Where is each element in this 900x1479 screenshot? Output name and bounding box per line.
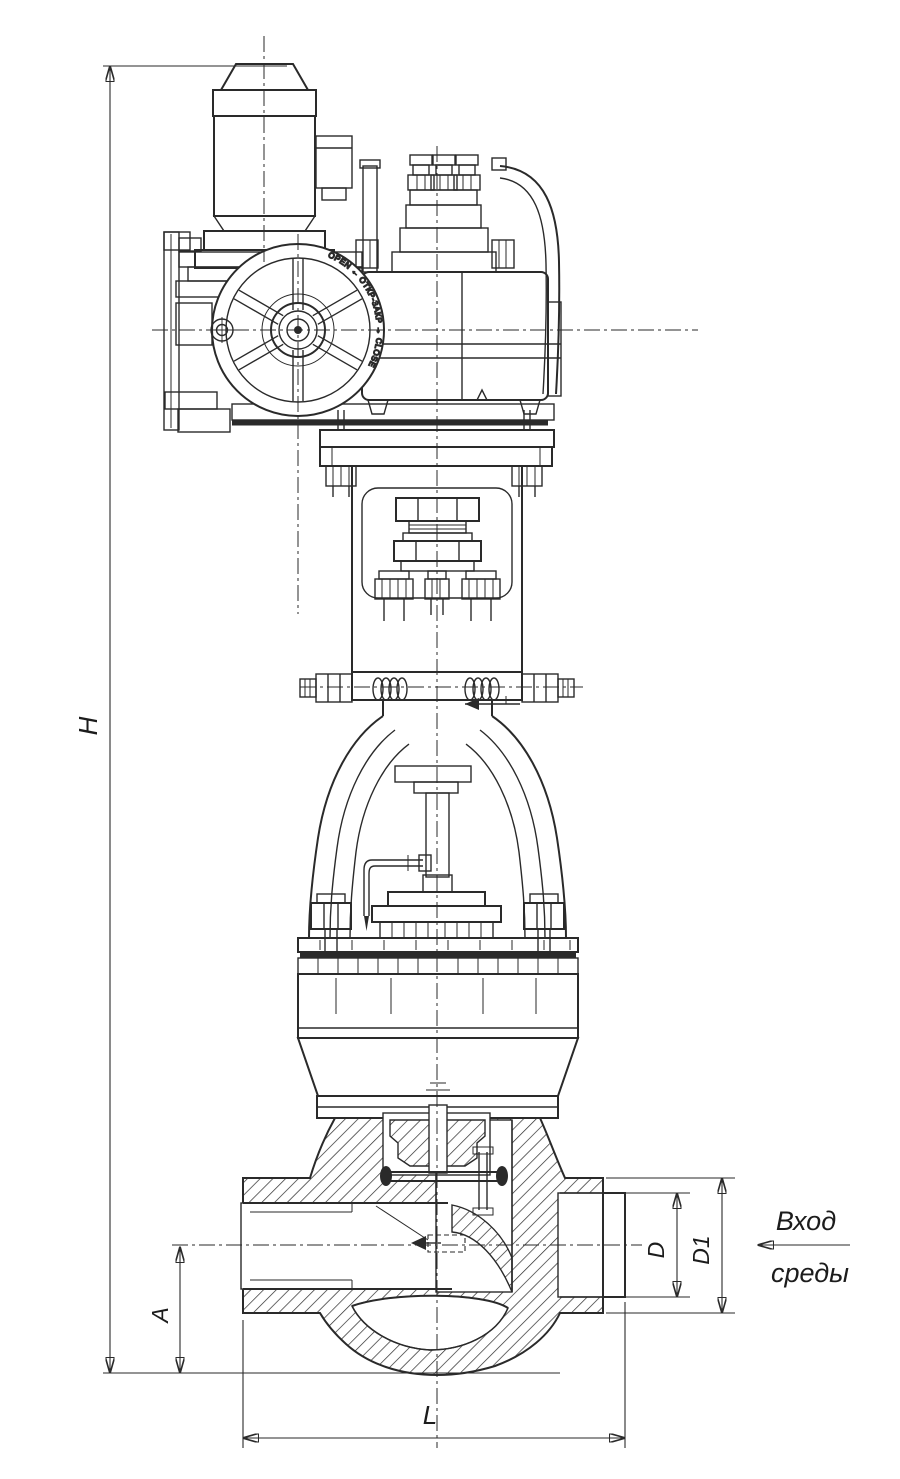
dimension-d: D (606, 1193, 690, 1297)
dim-label-d1: D1 (688, 1235, 714, 1264)
centerlines (152, 36, 698, 1448)
actuator-terminal-box (355, 154, 561, 395)
spring-stud (374, 570, 414, 621)
joint-springs (372, 677, 500, 701)
dim-label-a: A (147, 1307, 173, 1324)
handwheel-spokes (233, 259, 363, 401)
side-bolt (299, 673, 353, 703)
leakoff-pipe (363, 854, 432, 931)
cable-gland-icon (407, 154, 435, 191)
motor-terminal-box (315, 135, 353, 201)
dimension-l: L (243, 1302, 625, 1448)
yoke-foot-nut (523, 893, 565, 952)
conduit-handle (491, 157, 561, 395)
dim-label-d: D (643, 1242, 669, 1259)
cable-gland-icon (453, 154, 481, 191)
flow-text-line1: Вход (776, 1206, 836, 1236)
yoke-foot-nut (310, 893, 352, 952)
stud-bolt (511, 465, 543, 497)
bonnet-flange (296, 937, 580, 1119)
stud-bolt (325, 465, 357, 497)
electric-motor (194, 63, 353, 269)
flow-direction-label: Вход среды (758, 1206, 850, 1288)
valve-body (240, 1104, 626, 1377)
spring-stud (461, 570, 501, 621)
dim-label-l: L (423, 1400, 437, 1430)
flow-text-line2: среды (771, 1258, 849, 1288)
dimension-d1: D1 (606, 1178, 735, 1313)
dimension-h: H (73, 66, 560, 1373)
dimension-a: A (147, 1247, 180, 1373)
side-bolt (521, 673, 575, 703)
dim-label-h: H (73, 716, 103, 735)
cable-gland-icon (430, 154, 458, 191)
